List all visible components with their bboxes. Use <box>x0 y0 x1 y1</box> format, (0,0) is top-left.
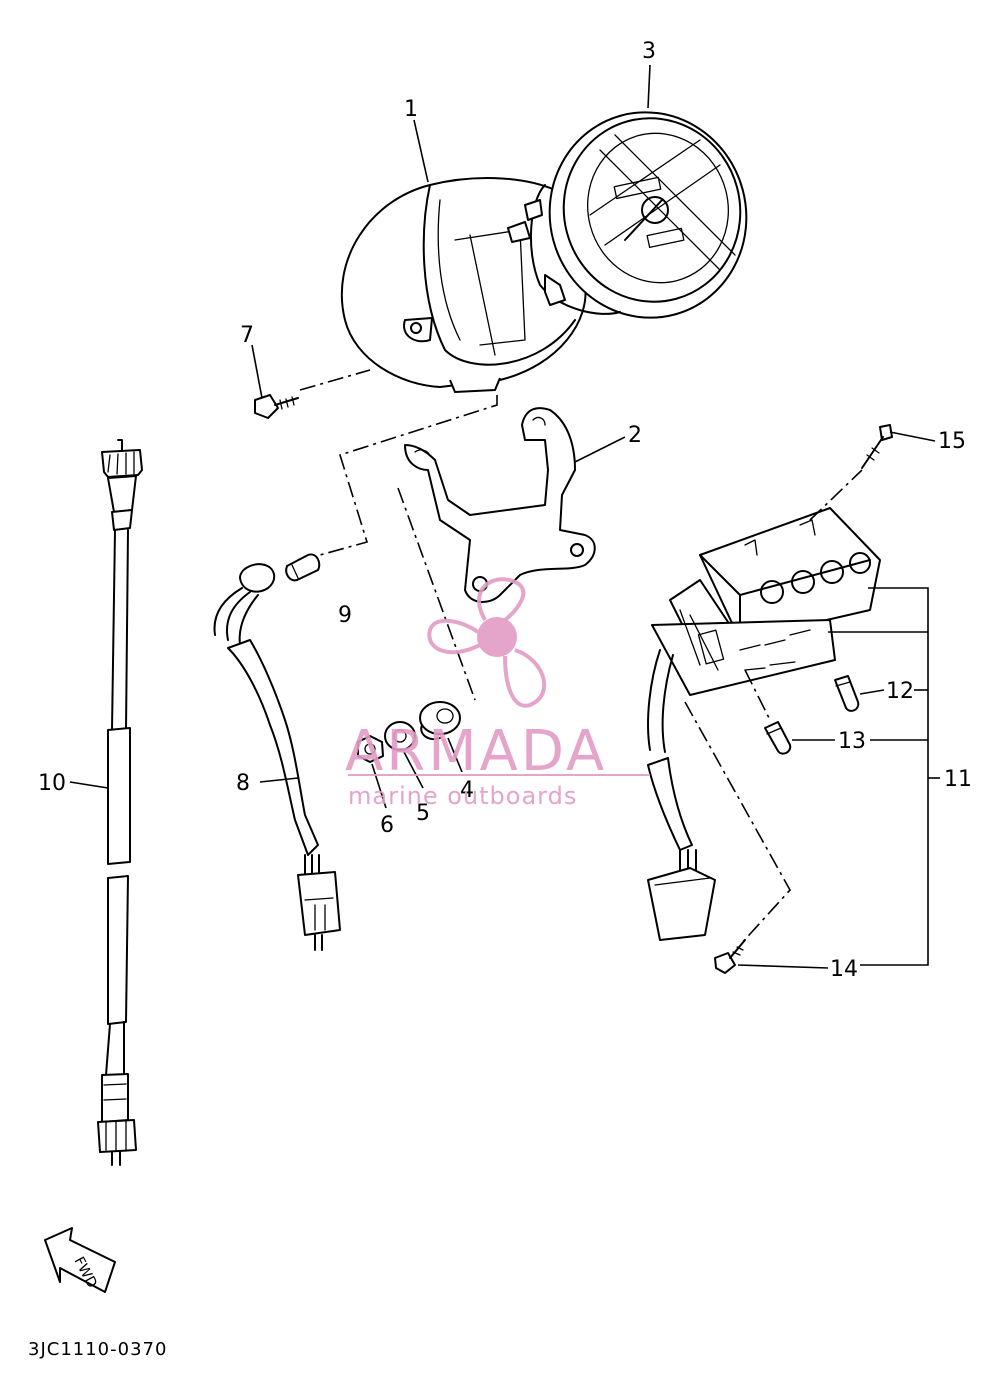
callout-1: 1 <box>404 97 418 122</box>
part-7-screw[interactable] <box>254 394 299 419</box>
callout-4: 4 <box>460 778 474 803</box>
callout-13: 13 <box>838 729 866 754</box>
leader-lines <box>69 64 940 969</box>
watermark: ARMADA marine outboards <box>345 577 650 810</box>
assembly-lines <box>299 369 863 946</box>
callout-2: 2 <box>628 423 642 448</box>
part-6-nut[interactable] <box>357 735 384 763</box>
callout-15: 15 <box>938 429 966 454</box>
part-3-meter-assembly[interactable] <box>507 90 769 340</box>
callout-12: 12 <box>886 679 914 704</box>
callout-5: 5 <box>416 801 430 826</box>
watermark-tagline: marine outboards <box>348 782 577 810</box>
part-12-bulb[interactable] <box>834 675 860 712</box>
callout-3: 3 <box>642 39 656 64</box>
diagram-code: 3JC1110-0370 <box>28 1339 167 1360</box>
callout-14: 14 <box>830 957 858 982</box>
callout-6: 6 <box>380 813 394 838</box>
callout-7: 7 <box>240 323 254 348</box>
part-8-lead-wire[interactable] <box>213 563 341 951</box>
part-5-washer[interactable] <box>384 721 416 751</box>
watermark-brand: ARMADA <box>345 719 607 784</box>
part-9-bulb[interactable] <box>285 553 321 582</box>
part-13-bulb[interactable] <box>764 721 792 755</box>
callout-labels: 1 2 3 4 5 6 7 8 9 10 11 12 13 14 15 <box>38 39 972 982</box>
part-4-grommet[interactable] <box>419 701 461 741</box>
part-10-speedometer-cable[interactable] <box>97 439 143 1166</box>
part-2-bracket[interactable] <box>404 407 596 603</box>
fwd-direction-arrow: FWD <box>44 1227 116 1293</box>
callout-9: 9 <box>338 603 352 628</box>
part-11-indicator-assembly[interactable] <box>647 507 881 941</box>
callout-11: 11 <box>944 767 972 792</box>
part-14-screw[interactable] <box>714 939 746 974</box>
part-15-screw[interactable] <box>861 424 893 469</box>
propeller-logo-icon <box>427 577 547 708</box>
callout-8: 8 <box>236 771 250 796</box>
callout-10: 10 <box>38 771 66 796</box>
